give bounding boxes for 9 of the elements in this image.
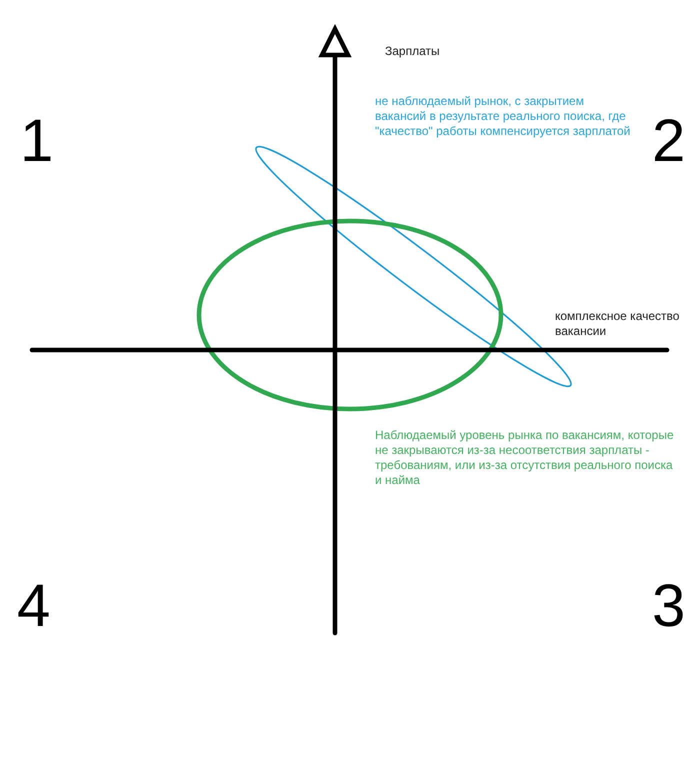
quadrant-number: 1 [20, 111, 54, 171]
axis-label: Зарплаты [385, 44, 440, 59]
large-ellipse [196, 218, 504, 412]
annotation-text: не наблюдаемый рынок, с закрытием вакансий в результате реального поиска, где "качество" работы компенсируется зарплатой [375, 94, 632, 139]
axis-label: комплексное качество вакансии [555, 309, 680, 339]
quadrant-number: 4 [17, 576, 50, 636]
annotation-text: Наблюдаемый уровень рынка по вакансиям, которые не закрываются из-за несоответствия зарплаты - требованиям, или из-за отсутствия реального поиска и найма [375, 428, 675, 488]
quadrant-number: 2 [652, 111, 686, 171]
quadrant-number: 3 [652, 576, 686, 636]
